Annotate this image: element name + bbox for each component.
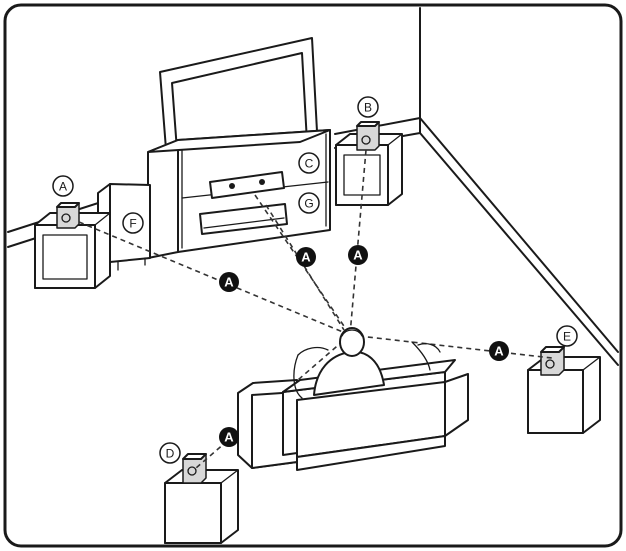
front-right-speaker xyxy=(356,121,380,151)
svg-text:A: A xyxy=(494,344,504,359)
distance-badge: A xyxy=(296,247,316,267)
svg-text:A: A xyxy=(59,180,67,194)
label-center: C xyxy=(298,152,320,174)
distance-badge: A xyxy=(219,272,239,292)
distance-badge: A xyxy=(348,245,368,265)
listener xyxy=(293,327,441,399)
svg-text:A: A xyxy=(224,275,234,290)
distance-badge: A xyxy=(489,341,509,361)
rear-left-stand xyxy=(164,469,239,544)
label-subwoofer: F xyxy=(122,212,144,234)
svg-text:A: A xyxy=(224,430,234,445)
rear-right-stand xyxy=(527,356,601,434)
rear-left-speaker xyxy=(182,453,207,484)
front-left-speaker xyxy=(56,202,80,229)
svg-text:A: A xyxy=(301,250,311,265)
label-front-left: A xyxy=(52,175,74,197)
label-rear-left: D xyxy=(159,442,181,464)
center-speaker xyxy=(209,171,285,199)
svg-text:D: D xyxy=(166,447,175,461)
svg-text:G: G xyxy=(304,197,313,211)
label-front-right: B xyxy=(357,96,379,118)
distance-badge: A xyxy=(219,427,239,447)
front-right-stand xyxy=(335,133,403,206)
svg-text:F: F xyxy=(129,217,136,231)
label-receiver: G xyxy=(298,192,320,214)
front-left-stand xyxy=(34,212,111,289)
svg-text:A: A xyxy=(353,248,363,263)
svg-text:C: C xyxy=(305,157,314,171)
svg-text:E: E xyxy=(563,330,571,344)
rear-right-speaker xyxy=(540,346,565,376)
label-rear-right: E xyxy=(556,325,578,347)
svg-text:B: B xyxy=(364,101,372,115)
